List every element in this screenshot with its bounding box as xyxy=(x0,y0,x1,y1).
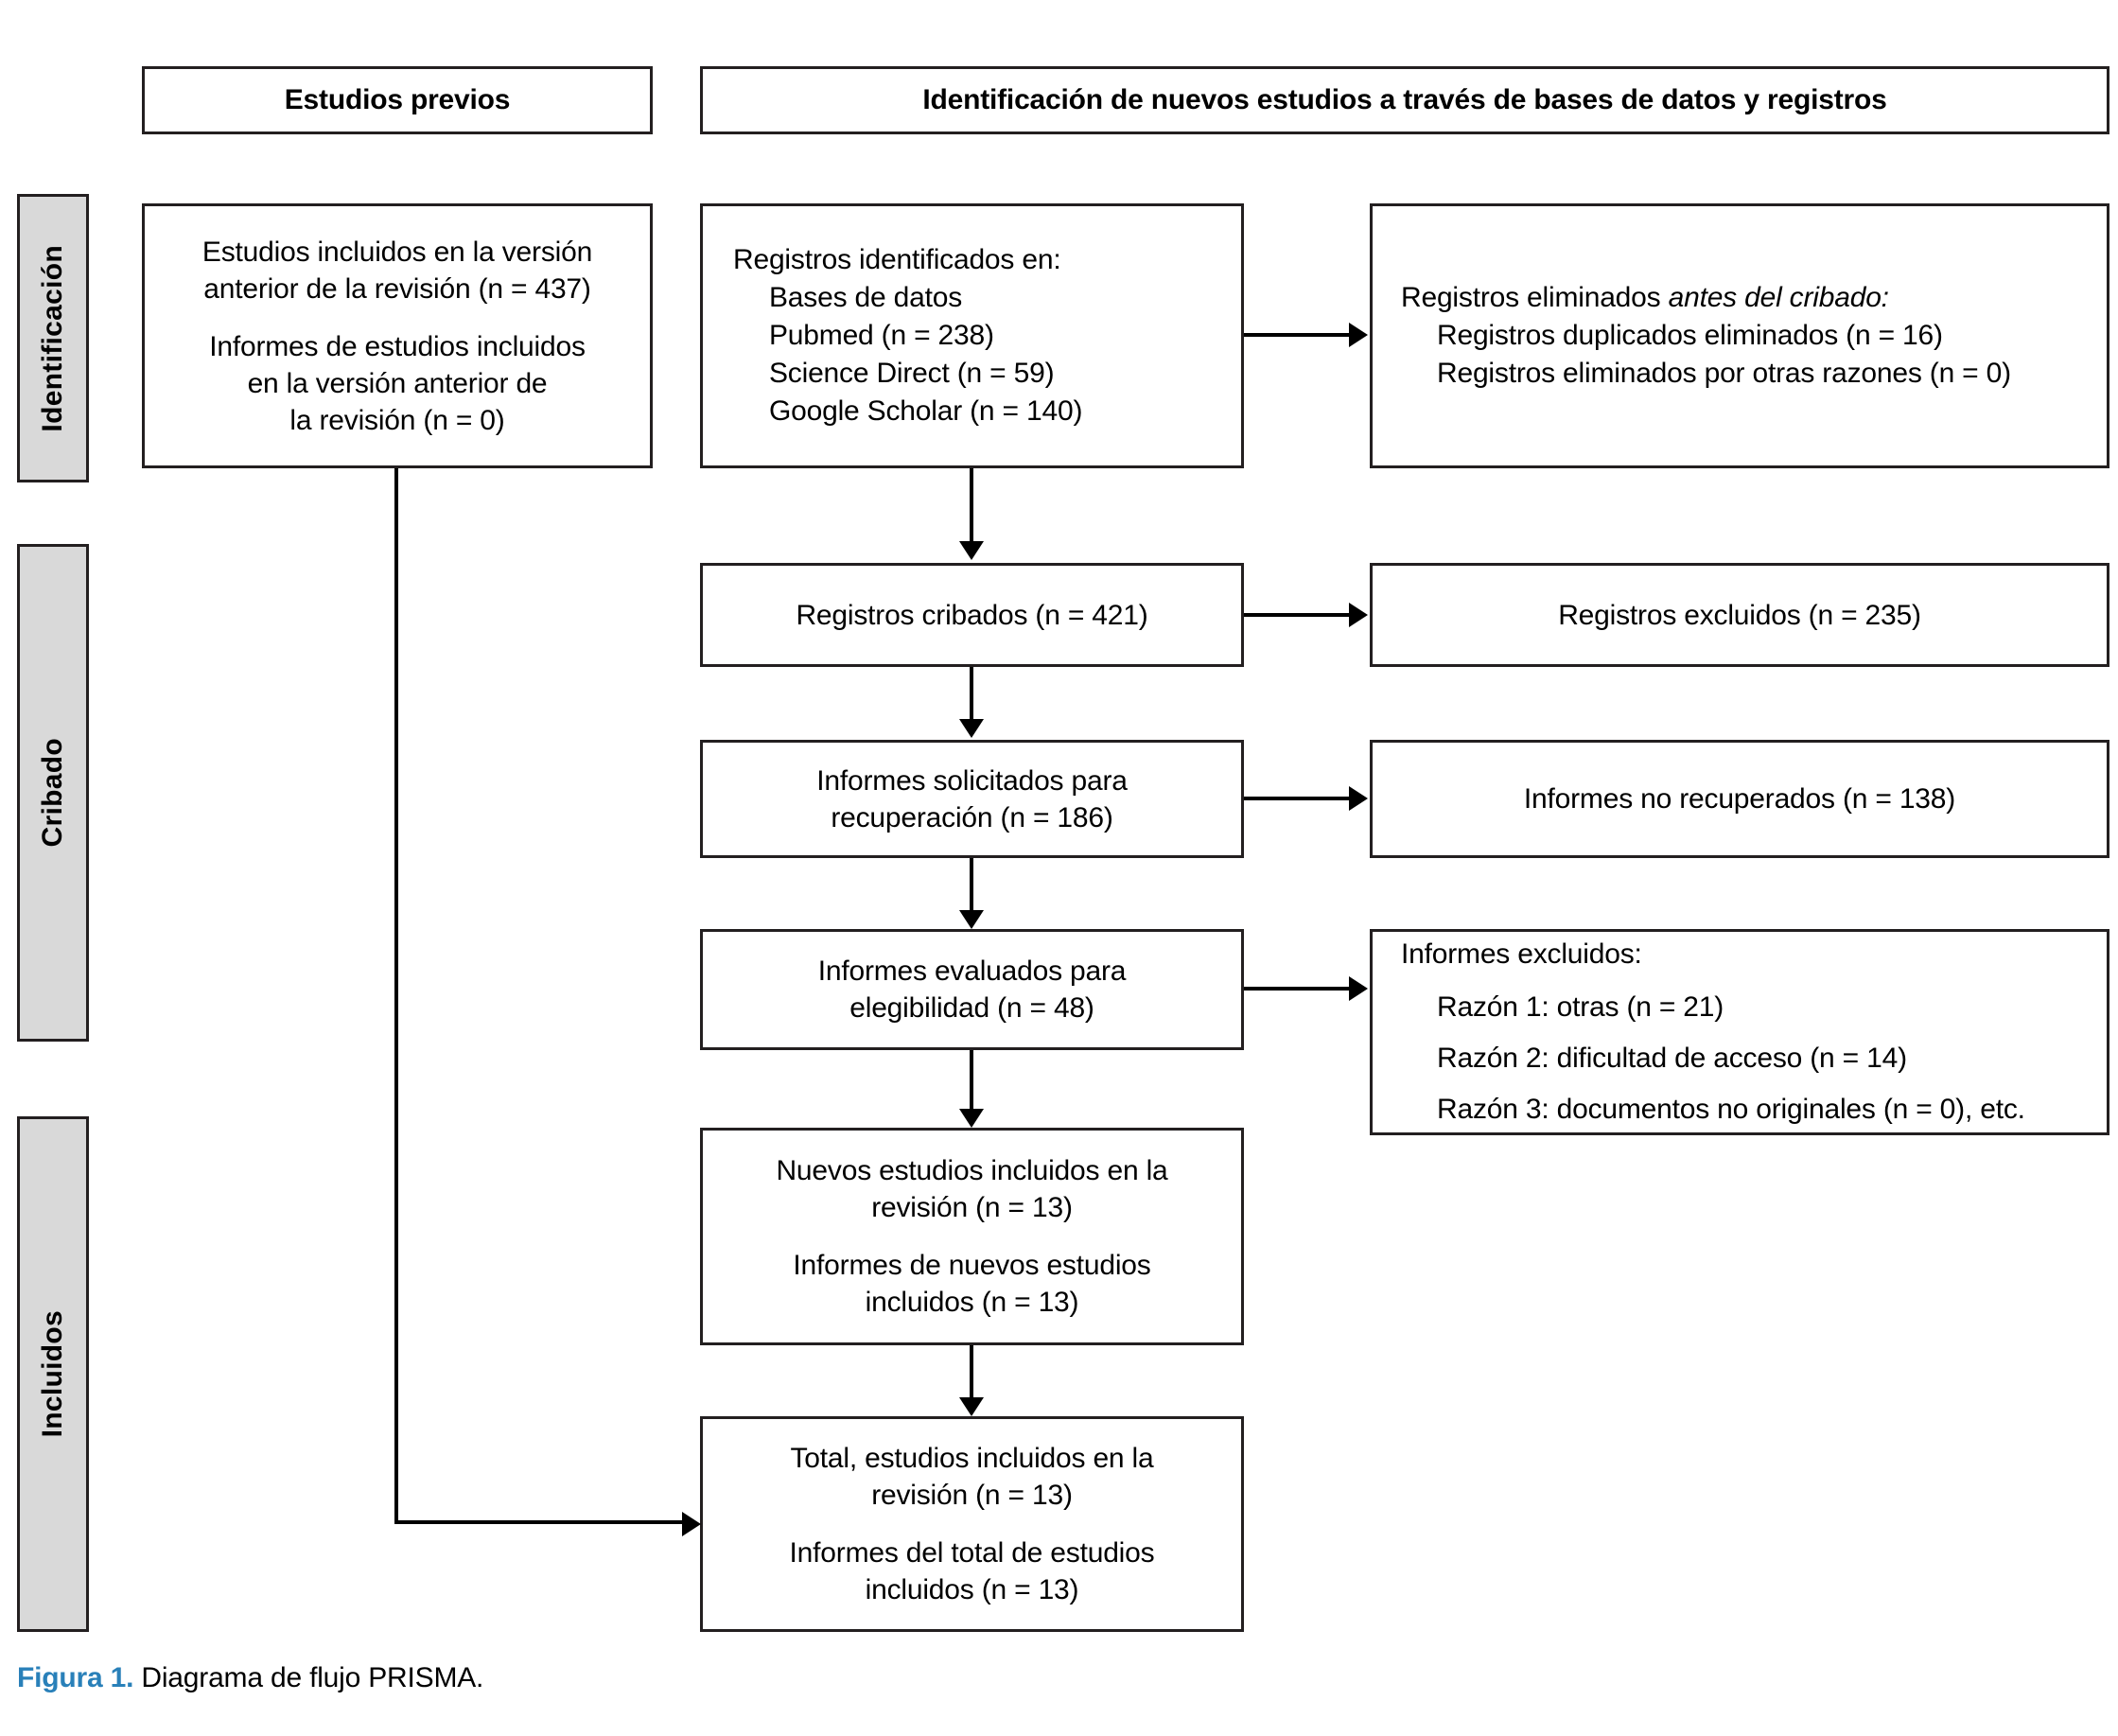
new-studies-line-4: incluidos (n = 13) xyxy=(865,1287,1079,1318)
arrowhead-identified-to-screened xyxy=(959,541,984,560)
connector-previous-to-total-vertical xyxy=(394,468,398,1524)
new-studies-para-2: Informes de nuevos estudios incluidos (n… xyxy=(793,1247,1150,1321)
reports-excluded-title: Informes excluidos: xyxy=(1401,938,1642,971)
box-reports-excluded: Informes excluidos: Razón 1: otras (n = … xyxy=(1370,929,2109,1135)
reports-excluded-item-1: Razón 2: dificultad de acceso (n = 14) xyxy=(1437,1043,1907,1074)
new-studies-line-2: revisión (n = 13) xyxy=(871,1192,1073,1223)
previous-studies-line-1: Estudios incluidos en la versión xyxy=(201,236,593,268)
total-studies-line-4: incluidos (n = 13) xyxy=(865,1574,1079,1605)
records-identified-item-0: Bases de datos xyxy=(769,282,963,314)
records-identified-item-1: Pubmed (n = 238) xyxy=(769,320,994,352)
stage-identification-label: Identificación xyxy=(37,244,68,432)
previous-studies-line-4: en la versión anterior de xyxy=(247,367,548,399)
records-removed-item-0: Registros duplicados eliminados (n = 16) xyxy=(1437,320,1943,352)
box-reports-assessed: Informes evaluados para elegibilidad (n … xyxy=(700,929,1244,1050)
reports-excluded-item-0: Razón 1: otras (n = 21) xyxy=(1437,991,1724,1024)
stage-included-label: Incluidos xyxy=(37,1310,68,1438)
reports-excluded-item-2: Razón 3: documentos no originales (n = 0… xyxy=(1437,1093,2025,1125)
records-excluded-text: Registros excluidos (n = 235) xyxy=(1558,599,1921,631)
box-reports-not-retrieved: Informes no recuperados (n = 138) xyxy=(1370,740,2109,858)
arrowhead-assessed-to-excluded xyxy=(1349,976,1368,1001)
new-studies-para-1: Nuevos estudios incluidos en la revisión… xyxy=(776,1152,1167,1226)
total-studies-line-1: Total, estudios incluidos en la xyxy=(790,1443,1154,1474)
records-removed-title: Registros eliminados antes del cribado: xyxy=(1401,279,1889,317)
arrowhead-screened-to-excluded xyxy=(1349,603,1368,627)
records-removed-title-plain: Registros eliminados xyxy=(1401,282,1669,314)
connector-screened-to-sought xyxy=(970,667,973,726)
total-studies-line-3: Informes del total de estudios xyxy=(789,1537,1155,1569)
total-studies-para-2: Informes del total de estudios incluidos… xyxy=(790,1534,1155,1608)
header-previous-studies: Estudios previos xyxy=(142,66,653,134)
reports-sought-line-1: Informes solicitados para xyxy=(816,764,1128,797)
box-total-studies-included: Total, estudios incluidos en la revisión… xyxy=(700,1416,1244,1632)
total-studies-line-2: revisión (n = 13) xyxy=(871,1480,1073,1511)
new-studies-line-3: Informes de nuevos estudios xyxy=(793,1250,1151,1281)
reports-sought-para: Informes solicitados para recuperación (… xyxy=(816,763,1128,836)
box-records-identified: Registros identificados en: Bases de dat… xyxy=(700,203,1244,468)
connector-identified-to-screened xyxy=(970,468,973,549)
reports-not-retrieved-text: Informes no recuperados (n = 138) xyxy=(1523,783,1956,815)
box-records-removed: Registros eliminados antes del cribado: … xyxy=(1370,203,2109,468)
arrowhead-identified-to-removed xyxy=(1349,323,1368,347)
box-records-excluded: Registros excluidos (n = 235) xyxy=(1370,563,2109,667)
new-studies-line-1: Nuevos estudios incluidos en la xyxy=(776,1155,1168,1186)
figure-caption: Figura 1. Diagrama de flujo PRISMA. xyxy=(17,1662,483,1694)
previous-studies-para-2: Informes de estudios incluidos en la ver… xyxy=(209,328,586,439)
figure-caption-label: Figura 1. xyxy=(17,1662,134,1693)
box-reports-sought: Informes solicitados para recuperación (… xyxy=(700,740,1244,858)
reports-assessed-line-1: Informes evaluados para xyxy=(817,956,1127,987)
reports-sought-line-2: recuperación (n = 186) xyxy=(831,801,1113,833)
records-removed-title-italic: antes del cribado: xyxy=(1668,282,1889,314)
reports-assessed-line-2: elegibilidad (n = 48) xyxy=(849,992,1094,1024)
connector-assessed-to-new-included xyxy=(970,1050,973,1116)
header-new-studies-label: Identificación de nuevos estudios a trav… xyxy=(922,84,1887,115)
arrowhead-sought-to-assessed xyxy=(959,910,984,929)
stage-screening: Cribado xyxy=(17,544,89,1042)
connector-screened-to-excluded xyxy=(1244,613,1351,617)
arrowhead-assessed-to-new-included xyxy=(959,1109,984,1128)
previous-studies-line-2: anterior de la revisión (n = 437) xyxy=(203,272,591,305)
records-identified-item-2: Science Direct (n = 59) xyxy=(769,357,1055,389)
box-previous-studies: Estudios incluidos en la versión anterio… xyxy=(142,203,653,468)
previous-studies-para-1: Estudios incluidos en la versión anterio… xyxy=(202,234,592,307)
connector-identified-to-removed xyxy=(1244,333,1351,337)
arrowhead-new-included-to-total xyxy=(959,1397,984,1416)
stage-screening-label: Cribado xyxy=(37,738,68,848)
arrowhead-previous-to-total xyxy=(682,1512,701,1536)
box-new-studies-included: Nuevos estudios incluidos en la revisión… xyxy=(700,1128,1244,1345)
header-new-studies: Identificación de nuevos estudios a trav… xyxy=(700,66,2109,134)
connector-assessed-to-excluded xyxy=(1244,987,1351,991)
stage-identification: Identificación xyxy=(17,194,89,482)
arrowhead-screened-to-sought xyxy=(959,719,984,738)
reports-assessed-para: Informes evaluados para elegibilidad (n … xyxy=(818,953,1127,1026)
previous-studies-line-5: la revisión (n = 0) xyxy=(289,404,505,436)
connector-sought-to-not-retrieved xyxy=(1244,797,1351,800)
connector-previous-to-total-horizontal xyxy=(394,1520,684,1524)
records-identified-title: Registros identificados en: xyxy=(733,244,1061,276)
box-records-screened: Registros cribados (n = 421) xyxy=(700,563,1244,667)
connector-new-included-to-total xyxy=(970,1345,973,1404)
total-studies-para-1: Total, estudios incluidos en la revisión… xyxy=(790,1440,1153,1514)
previous-studies-line-3: Informes de estudios incluidos xyxy=(209,330,586,362)
header-previous-studies-label: Estudios previos xyxy=(284,84,511,115)
arrowhead-sought-to-not-retrieved xyxy=(1349,786,1368,811)
records-screened-text: Registros cribados (n = 421) xyxy=(796,599,1148,631)
stage-included: Incluidos xyxy=(17,1116,89,1632)
records-identified-item-3: Google Scholar (n = 140) xyxy=(769,395,1083,427)
records-removed-item-1: Registros eliminados por otras razones (… xyxy=(1437,357,2011,389)
figure-caption-text: Diagrama de flujo PRISMA. xyxy=(141,1662,484,1693)
connector-sought-to-assessed xyxy=(970,858,973,917)
